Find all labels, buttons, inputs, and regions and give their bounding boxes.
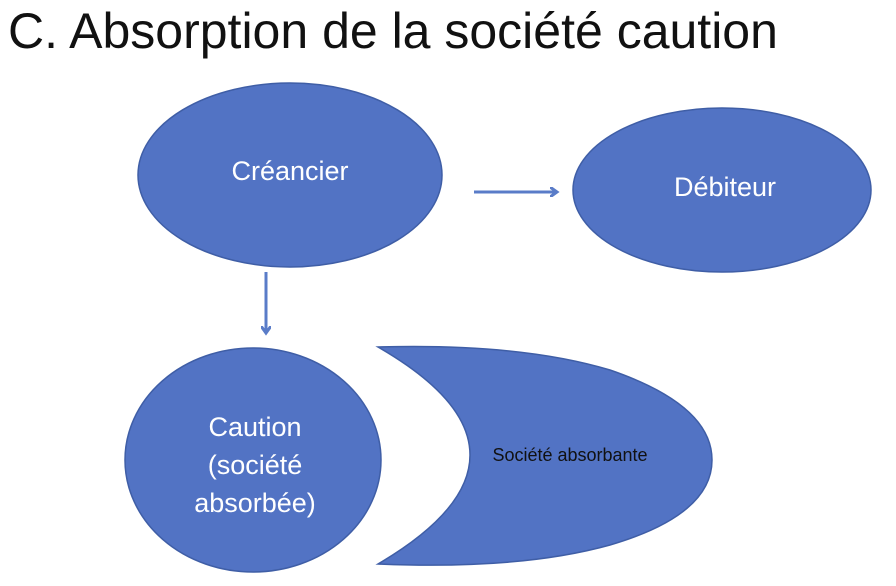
creancier-node xyxy=(137,82,443,268)
caution-label-line2: (société xyxy=(207,450,303,480)
slide-title: C. Absorption de la société caution xyxy=(8,3,778,59)
societe-absorbante-node xyxy=(375,345,713,566)
debiteur-node xyxy=(572,107,872,273)
debiteur-label: Débiteur xyxy=(673,172,777,202)
caution-label: Caution (société absorbée) xyxy=(130,408,380,522)
caution-label-line1: Caution xyxy=(208,412,302,442)
caution-label-line3: absorbée) xyxy=(194,488,316,518)
creancier-label: Créancier xyxy=(231,156,349,186)
caution-node xyxy=(124,347,382,573)
societe-absorbante-label: Société absorbante xyxy=(492,445,648,465)
